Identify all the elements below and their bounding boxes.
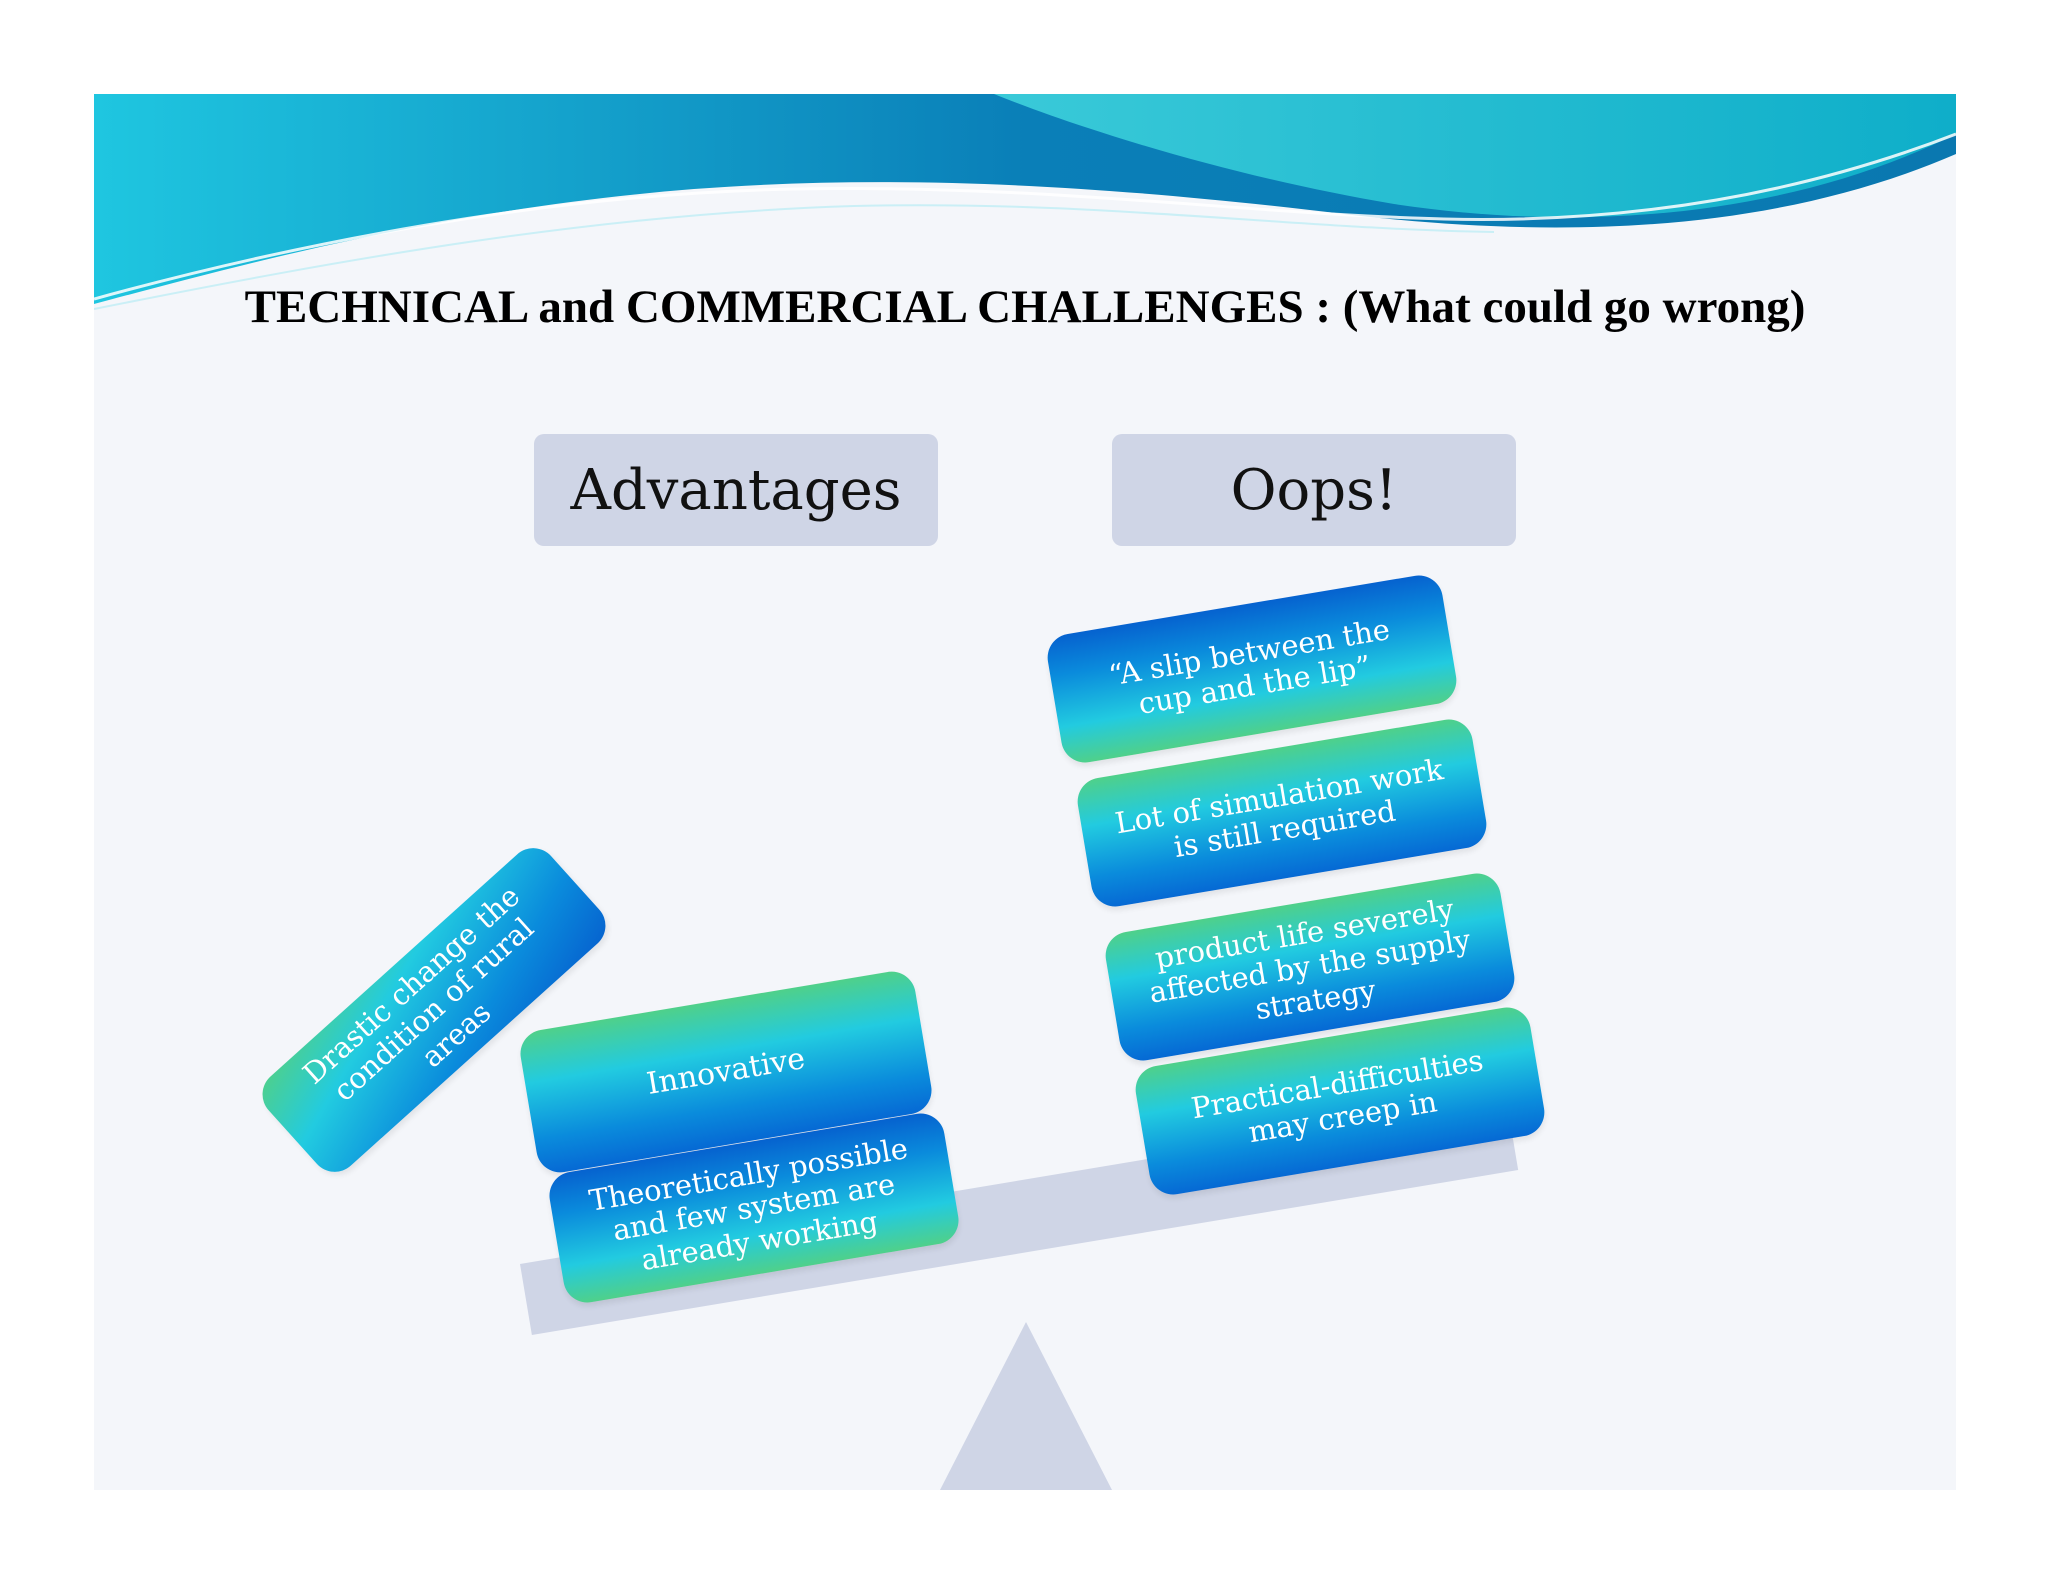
slide-title: TECHNICAL and COMMERCIAL CHALLENGES : (W… — [244, 281, 1806, 333]
header-wave-graphic — [94, 94, 1956, 310]
slide: TECHNICAL and COMMERCIAL CHALLENGES : (W… — [94, 94, 1956, 1490]
advantages-header: Advantages — [534, 434, 938, 546]
oops-header: Oops! — [1112, 434, 1516, 546]
seesaw-fulcrum — [940, 1322, 1112, 1490]
